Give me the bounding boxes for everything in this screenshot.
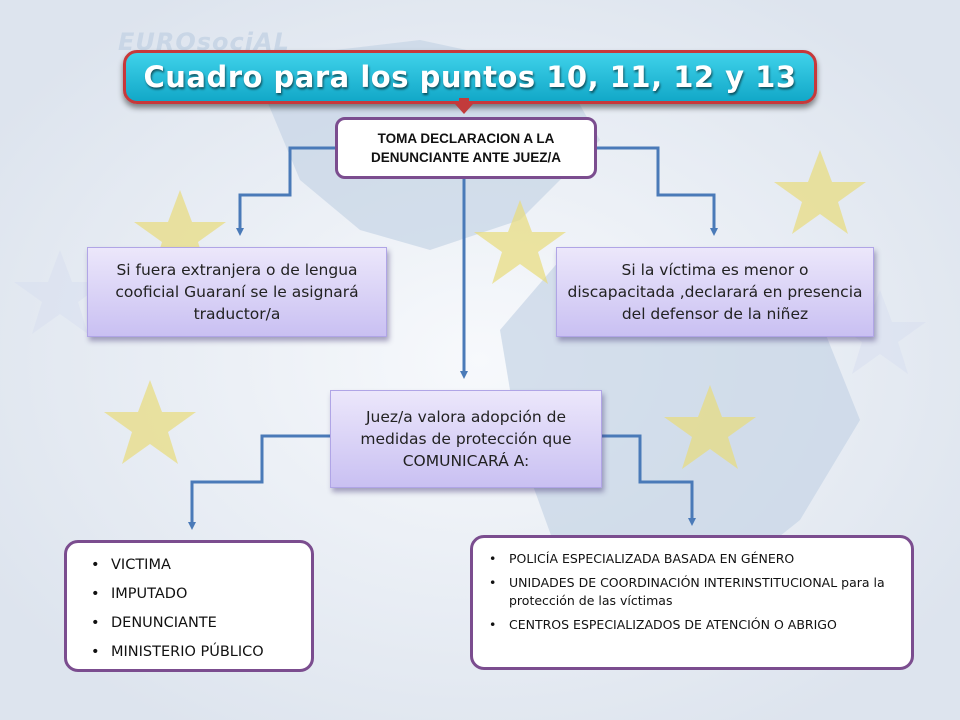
root-node-text: TOMA DECLARACION A LA DENUNCIANTE ANTE J… <box>370 131 561 165</box>
root-node: TOMA DECLARACION A LA DENUNCIANTE ANTE J… <box>335 117 597 179</box>
page-title: Cuadro para los puntos 10, 11, 12 y 13 <box>143 60 797 94</box>
list-item-label: IMPUTADO <box>111 586 188 602</box>
list-item: •DENUNCIANTE <box>91 615 217 631</box>
right-recipients-box: •POLICÍA ESPECIALIZADA BASADA EN GÉNERO … <box>470 535 914 670</box>
list-item-label: DENUNCIANTE <box>111 615 217 631</box>
title-banner: Cuadro para los puntos 10, 11, 12 y 13 <box>123 50 817 104</box>
list-item-label: POLICÍA ESPECIALIZADA BASADA EN GÉNERO <box>509 551 795 566</box>
list-item-label: MINISTERIO PÚBLICO <box>111 644 264 660</box>
list-item: •MINISTERIO PÚBLICO <box>91 644 264 660</box>
list-item: •IMPUTADO <box>91 586 188 602</box>
list-item: •POLICÍA ESPECIALIZADA BASADA EN GÉNERO <box>489 551 795 566</box>
list-item-label: CENTROS ESPECIALIZADOS DE ATENCIÓN O ABR… <box>509 617 837 632</box>
left-recipients-box: •VICTIMA •IMPUTADO •DENUNCIANTE •MINISTE… <box>64 540 314 672</box>
right-condition-node: Si la víctima es menor o discapacitada ,… <box>556 247 874 337</box>
list-item: •CENTROS ESPECIALIZADOS DE ATENCIÓN O AB… <box>489 617 837 632</box>
judge-node: Juez/a valora adopción de medidas de pro… <box>330 390 602 488</box>
left-condition-text: Si fuera extranjera o de lengua cooficia… <box>115 261 359 323</box>
right-condition-text: Si la víctima es menor o discapacitada ,… <box>567 261 863 323</box>
list-item-label: VICTIMA <box>111 557 171 573</box>
list-item: •UNIDADES DE COORDINACIÓN INTERINSTITUCI… <box>489 575 885 608</box>
left-condition-node: Si fuera extranjera o de lengua cooficia… <box>87 247 387 337</box>
list-item-label: UNIDADES DE COORDINACIÓN INTERINSTITUCIO… <box>509 575 885 608</box>
list-item: •VICTIMA <box>91 557 171 573</box>
judge-node-text: Juez/a valora adopción de medidas de pro… <box>360 408 572 470</box>
